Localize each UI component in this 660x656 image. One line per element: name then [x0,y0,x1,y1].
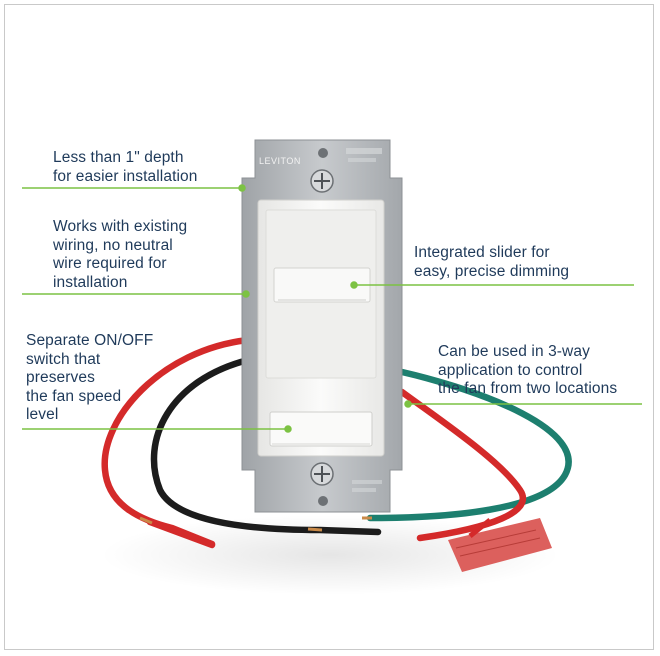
top-screw [310,169,334,193]
leader-lines [22,184,642,433]
callout-onoff: Separate ON/OFF switch that preserves th… [26,332,154,423]
wire-copper-tip-black [307,527,323,532]
wire-green [366,368,572,522]
bottom-screw [310,462,334,486]
wire-red-right [398,388,527,542]
callout-slider: Integrated slider for easy, precise dimm… [414,244,570,280]
wire-tag [448,518,552,572]
faceplate [257,199,385,457]
callout-depth: Less than 1" depth for easier installati… [53,149,198,185]
callout-threeway: Can be used in 3-way application to cont… [438,343,618,397]
brand-label: LEVITON [259,156,301,166]
callout-wiring: Works with existing wiring, no neutral w… [53,218,188,291]
wire-black [150,356,382,536]
wire-copper-tip-left [139,516,153,525]
wire-red-left-lead [146,518,216,549]
